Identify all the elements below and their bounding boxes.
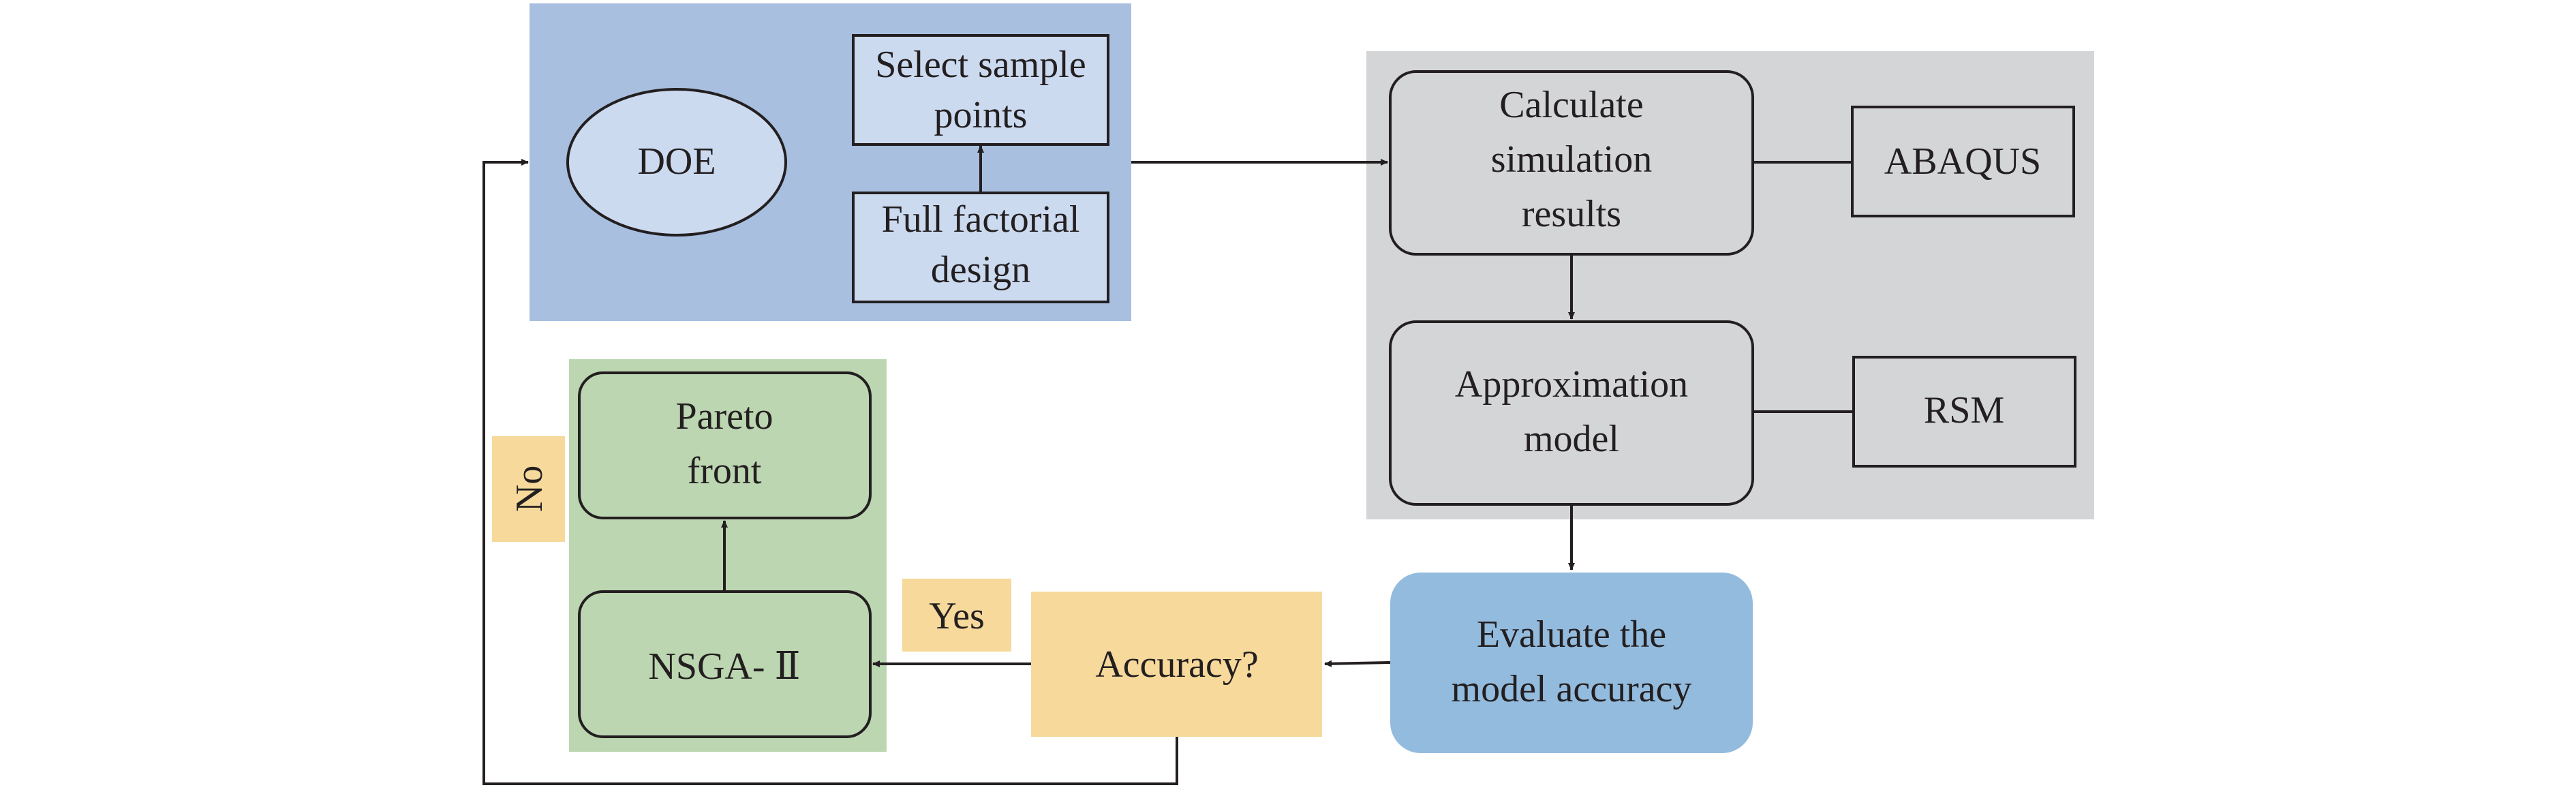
no-label: No <box>508 466 551 512</box>
pareto-line1: Pareto <box>675 395 773 438</box>
select-sample-points-line1: Select sample <box>875 44 1086 86</box>
arrow-evaluate-to-accuracy <box>1324 660 1391 667</box>
rsm-label: RSM <box>1924 389 2004 431</box>
no-loop-line <box>482 159 1178 785</box>
approximation-model-box <box>1389 320 1754 506</box>
full-factorial-design-line1: Full factorial <box>882 198 1080 241</box>
simulation-group: Calculate simulation results ABAQUS Appr… <box>1366 51 2094 519</box>
evaluate-model-accuracy-box <box>1390 573 1753 753</box>
calculate-line1: Calculate <box>1499 84 1643 126</box>
nsga-ii-label: NSGA- Ⅱ <box>648 645 800 688</box>
calculate-line3: results <box>1522 193 1621 235</box>
evaluate-line2: model accuracy <box>1452 668 1692 710</box>
calculate-line2: simulation <box>1491 138 1652 181</box>
evaluate-line1: Evaluate the <box>1477 613 1666 656</box>
doe-label: DOE <box>637 140 716 183</box>
optimization-group: Pareto front NSGA- Ⅱ <box>569 359 887 752</box>
doe-group: DOE Select sample points Full factorial … <box>530 3 1131 321</box>
accuracy-decision-box <box>1031 592 1322 737</box>
no-label-box <box>492 436 565 542</box>
approximation-line2: model <box>1524 418 1619 460</box>
abaqus-label: ABAQUS <box>1884 140 2041 183</box>
full-factorial-design-line2: design <box>931 249 1030 291</box>
yes-label: Yes <box>929 595 984 637</box>
approximation-line1: Approximation <box>1455 363 1688 406</box>
select-sample-points-line2: points <box>934 94 1028 136</box>
accuracy-label: Accuracy? <box>1095 643 1258 686</box>
pareto-front-box <box>578 371 872 519</box>
yes-label-box <box>902 579 1011 652</box>
full-factorial-design-box <box>852 192 1109 303</box>
select-sample-points-box <box>852 34 1109 146</box>
doe-ellipse <box>566 88 787 237</box>
pareto-line2: front <box>688 450 762 492</box>
